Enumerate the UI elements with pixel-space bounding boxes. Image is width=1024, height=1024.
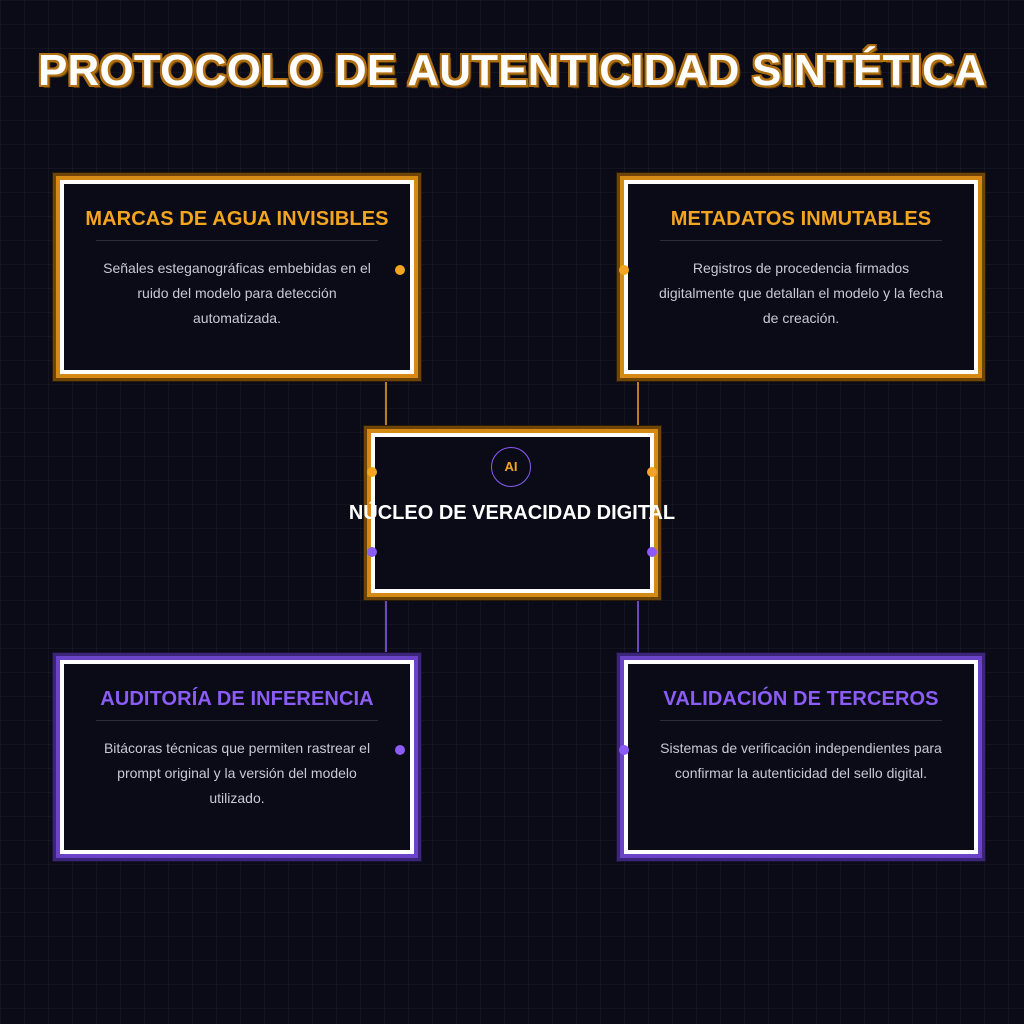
card-title: VALIDACIÓN DE TERCEROS <box>663 688 939 710</box>
connector-dot <box>395 745 405 755</box>
card-validacion: VALIDACIÓN DE TERCEROS Sistemas de verif… <box>624 660 978 854</box>
card-divider <box>660 720 942 721</box>
page-title: PROTOCOLO DE AUTENTICIDAD SINTÉTICA <box>37 46 987 95</box>
card-title: MARCAS DE AGUA INVISIBLES <box>85 208 389 230</box>
connector-dot <box>647 467 657 477</box>
connector-dot <box>619 265 629 275</box>
connector-dot <box>619 745 629 755</box>
card-title: METADATOS INMUTABLES <box>670 208 932 230</box>
core-label: NÚCLEO DE VERACIDAD DIGITAL <box>348 502 676 524</box>
card-description: Bitácoras técnicas que permiten rastrear… <box>103 740 371 806</box>
card-description: Sistemas de verificación independientes … <box>660 740 942 781</box>
card-marcas-de-agua: MARCAS DE AGUA INVISIBLES Señales estega… <box>60 180 414 374</box>
card-title: AUDITORÍA DE INFERENCIA <box>100 688 374 710</box>
connector-dot <box>367 467 377 477</box>
card-divider <box>96 720 378 721</box>
connector-dot <box>367 547 377 557</box>
connector-dot <box>647 547 657 557</box>
card-description: Registros de procedencia firmados digita… <box>658 260 944 326</box>
ai-badge-icon: AI <box>491 447 531 487</box>
card-divider <box>660 240 942 241</box>
card-divider <box>96 240 378 241</box>
card-metadatos: METADATOS INMUTABLES Registros de proced… <box>624 180 978 374</box>
card-description: Señales esteganográficas embebidas en el… <box>103 260 371 326</box>
connector-dot <box>395 265 405 275</box>
card-auditoria: AUDITORÍA DE INFERENCIA Bitácoras técnic… <box>60 660 414 854</box>
